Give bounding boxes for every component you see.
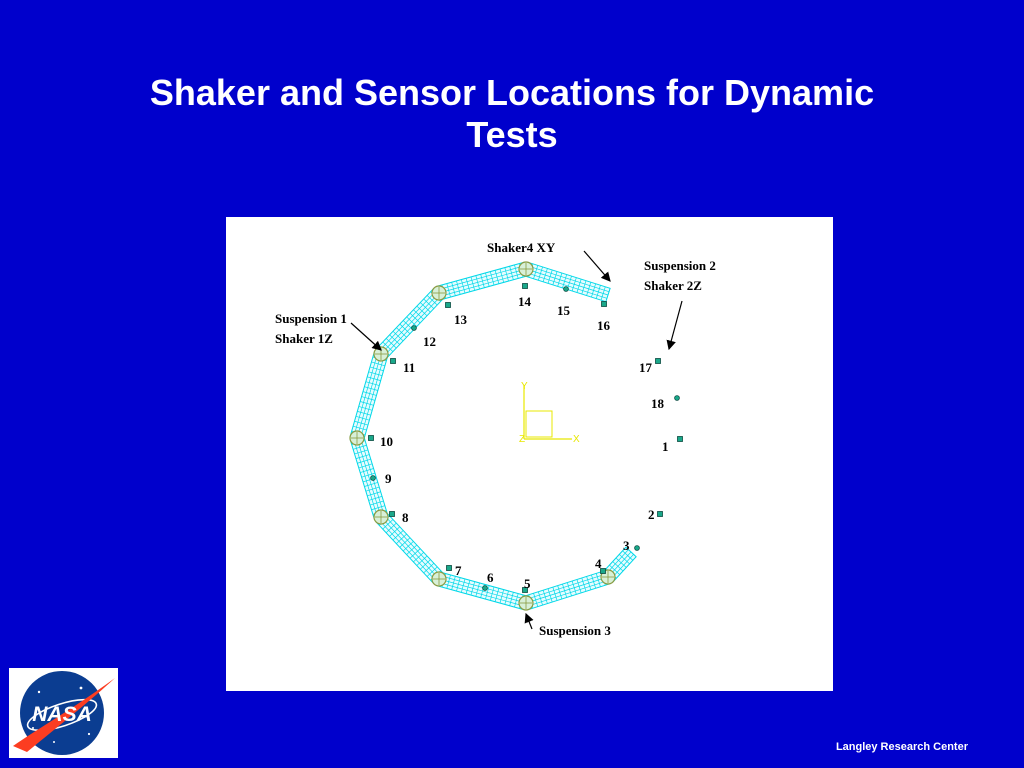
sensor-label-9: 9: [385, 471, 392, 486]
slide-title-line-2: Tests: [466, 114, 558, 155]
sensor-label-3: 3: [623, 538, 630, 553]
sensor-marker-16: [601, 301, 607, 307]
sensor-marker-5: [522, 587, 528, 593]
sensor-marker-17: [655, 358, 661, 364]
sensor-marker-18: [674, 395, 680, 401]
sensor-marker-10: [368, 435, 374, 441]
sensor-label-12: 12: [423, 334, 436, 349]
sensor-label-16: 16: [597, 318, 611, 333]
nasa-logo: NASA: [9, 668, 118, 758]
sensor-marker-1: [677, 436, 683, 442]
annotations: Shaker4 XY Suspension 2 Shaker 2Z Suspen…: [275, 240, 716, 638]
sensor-label-6: 6: [487, 570, 494, 585]
arrow-suspension2: [666, 300, 683, 351]
sensor-label-15: 15: [557, 303, 571, 318]
sensor-label-11: 11: [403, 360, 415, 375]
sensor-label-1: 1: [662, 439, 669, 454]
ring-segment: [436, 571, 529, 611]
x-axis-label: X: [573, 434, 580, 445]
sensor-marker-13: [445, 302, 451, 308]
annotation-suspension2-line2: Shaker 2Z: [644, 278, 702, 293]
sensor-label-2: 2: [648, 507, 655, 522]
ring-structure: [349, 261, 637, 611]
coordinate-axes: Y X Z: [519, 381, 580, 445]
ring-segment: [375, 511, 445, 585]
sensor-label-4: 4: [595, 556, 602, 571]
nasa-logo-text: NASA: [32, 703, 92, 726]
arrow-shaker4: [583, 250, 611, 282]
slide-title: Shaker and Sensor Locations for Dynamic …: [60, 72, 964, 156]
sensor-label-10: 10: [380, 434, 393, 449]
y-axis-label: Y: [521, 381, 528, 392]
ring-segment: [436, 261, 529, 301]
sensor-marker-11: [390, 358, 396, 364]
sensor-marker-15: [563, 286, 569, 292]
sensor-marker-7: [446, 565, 452, 571]
sensor-label-8: 8: [402, 510, 409, 525]
sensor-marker-4: [600, 568, 606, 574]
sensor-label-13: 13: [454, 312, 468, 327]
z-axis-label: Z: [519, 434, 525, 445]
sensor-marker-2: [657, 511, 663, 517]
sensor-marker-12: [411, 325, 417, 331]
sensor-label-5: 5: [524, 576, 531, 591]
annotation-suspension1-line1: Suspension 1: [275, 311, 347, 326]
axis-box: [525, 410, 553, 438]
arrow-suspension1: [350, 322, 382, 351]
arrow-suspension3: [524, 612, 534, 630]
sensor-label-14: 14: [518, 294, 532, 309]
sensor-label-18: 18: [651, 396, 665, 411]
ring-segment: [349, 351, 389, 441]
footer-center-name: Langley Research Center: [835, 741, 968, 753]
sensor-marker-8: [389, 511, 395, 517]
annotation-shaker4: Shaker4 XY: [487, 240, 556, 255]
ring-segment: [523, 261, 611, 303]
sensor-label-7: 7: [455, 563, 462, 578]
sensor-label-17: 17: [639, 360, 653, 375]
sensor-marker-14: [522, 283, 528, 289]
slide-title-line-1: Shaker and Sensor Locations for Dynamic: [149, 72, 875, 113]
nasa-meatball-icon: NASA: [13, 671, 115, 755]
sensor-marker-9: [370, 475, 376, 481]
ring-segment: [523, 569, 611, 611]
sensor-marker-6: [482, 585, 488, 591]
annotation-suspension3: Suspension 3: [539, 623, 611, 638]
annotation-suspension2-line1: Suspension 2: [644, 258, 716, 273]
sensor-marker-3: [634, 545, 640, 551]
annotation-suspension1-line2: Shaker 1Z: [275, 331, 333, 346]
